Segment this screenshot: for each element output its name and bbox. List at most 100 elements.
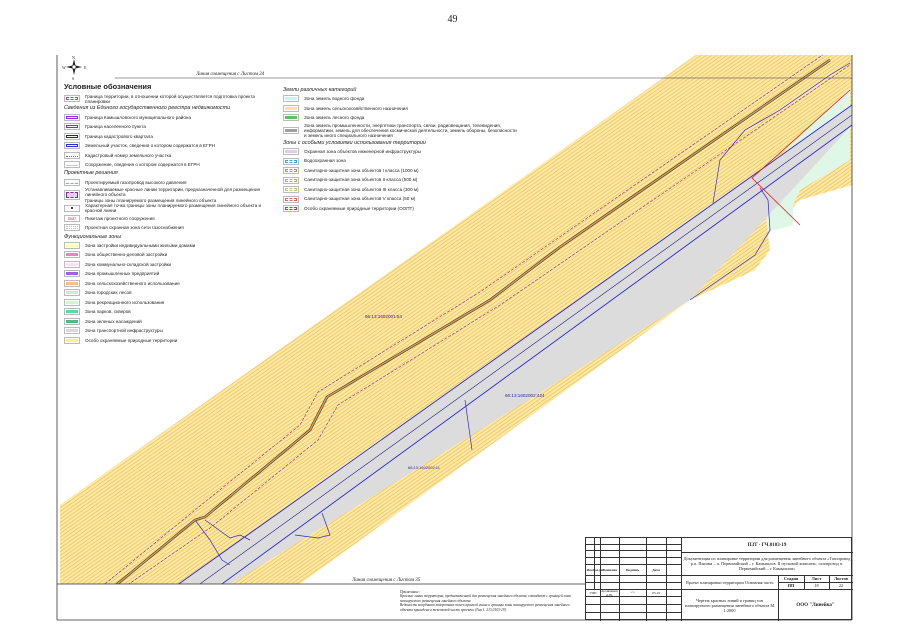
- legend-item: Санитарно-защитная зона объектов II клас…: [283, 175, 520, 185]
- legend-item: Зона общественно-деловой застройки: [64, 250, 279, 260]
- sign-date: 05.19: [652, 590, 660, 595]
- zones-swatch: [66, 329, 78, 333]
- zones-swatch: [66, 262, 78, 266]
- zouit-swatch: [285, 207, 297, 210]
- legend-item: Зона коммунально-складской застройки: [64, 260, 279, 270]
- legend-section-header: Зоны с особыми условиями использования т…: [283, 139, 426, 146]
- sheets-label: Листов: [833, 576, 848, 581]
- legend-item: Граница Камышловского муниципального рай…: [64, 112, 279, 122]
- parcel-label: 66:13:1602001:54: [365, 314, 403, 319]
- cadastral-boundary: [294, 512, 331, 539]
- legend-item-label: Зона парков, скверов: [85, 309, 131, 315]
- zouit-swatch: [285, 159, 297, 163]
- legend-item-label: Особо охраняемые природные территории (О…: [304, 205, 414, 211]
- signature-icon: 〰: [630, 589, 635, 595]
- legend-item-label: Водоохранная зона: [304, 158, 346, 164]
- parcel-label: 66:13:1602002:424: [505, 393, 545, 398]
- zouit-swatch: [285, 178, 297, 182]
- legend-item: Зона сельскохозяйственного использования: [64, 279, 279, 289]
- legend-item: Характерная точка границы зоны планируем…: [64, 203, 279, 214]
- legend-item: Проектируемый газопровод высокого давлен…: [64, 178, 279, 188]
- legend-item-label: Зона застройки индивидуальными жилыми до…: [85, 242, 196, 248]
- role: ГИП: [589, 590, 597, 595]
- legend-item: Санитарно-защитная зона объектов V класс…: [283, 194, 520, 204]
- lands-swatch: [285, 129, 297, 133]
- zones-swatch: [66, 272, 78, 276]
- legend-item: Зона парков, скверов: [64, 307, 279, 317]
- legend-item: Сооружение, сведения о котором содержатс…: [64, 160, 279, 170]
- legend-item: Санитарно-защитная зона объектов I класс…: [283, 166, 520, 176]
- cadastral-number-swatch: [66, 155, 78, 159]
- legend-item: Зона земель промышленности, энергетики т…: [283, 123, 520, 139]
- legend-item-label: Зона городских лесов: [85, 290, 132, 296]
- sheet-label: Лист: [811, 576, 822, 581]
- legend-item: Зона рекреационного использования: [64, 298, 279, 308]
- road-edge: [177, 104, 852, 584]
- legend-section-header: Земли различных категорий: [283, 87, 357, 93]
- match-line-bottom: Линия совмещения с Листом 35: [352, 578, 421, 583]
- legend-item-label: Зона земель промышленности, энергетики т…: [304, 122, 517, 139]
- legend-item: Проектная охранная зона сети газоснабжен…: [64, 223, 279, 233]
- legend-item-label: Особо охраняемые природные территории: [85, 337, 178, 343]
- header-change: Изм.: [586, 567, 594, 572]
- legend-item: Особо охраняемые природные территории: [64, 336, 279, 346]
- legend-section-header: Функциональные зоны: [64, 233, 122, 240]
- zouit-swatch: [285, 150, 297, 153]
- legend-item: Граница территории, в отношении которой …: [64, 94, 279, 105]
- compass-north: N: [72, 55, 75, 60]
- legend-item: Граница кадастрового квартала: [64, 131, 279, 141]
- legend-item: Зона транспортной инфраструктуры: [64, 326, 279, 336]
- zones-swatch: [66, 319, 78, 323]
- legend-item: Зона зеленых насаждений: [64, 317, 279, 327]
- red-line-upper: [104, 55, 824, 584]
- zouit-swatch: [285, 188, 297, 191]
- legend-item-label: Охранная зона объектов инженерной инфрас…: [304, 148, 421, 154]
- legend-item-label: Зона транспортной инфраструктуры: [85, 328, 163, 334]
- legend-item: Кадастровый номер земельного участка: [64, 150, 279, 160]
- legend-title: Условные обозначения: [64, 82, 152, 91]
- legend-item-label: Зона сельскохозяйственного использования: [85, 280, 180, 286]
- cadastral-boundary: [194, 519, 231, 566]
- stage-value: ПП: [787, 583, 795, 588]
- lands-swatch: [285, 97, 297, 101]
- legend-item: Санитарно-защитная зона объектов III кла…: [283, 185, 520, 195]
- header-count: Кол.уч.: [593, 567, 603, 572]
- cadastral-boundary: [204, 519, 251, 541]
- red-line-swatch: [66, 192, 78, 199]
- page-number: 49: [447, 14, 458, 25]
- compass-east: E: [84, 65, 87, 70]
- header-name: Фамилия: [601, 567, 618, 572]
- legend-item: Особо охраняемые природные территории (О…: [283, 204, 520, 214]
- settlement-boundary: [751, 89, 851, 226]
- notes-line: Красные линии территории, предназначенно…: [400, 594, 571, 603]
- header-signature: Подпись: [625, 567, 640, 572]
- legend-right: Земли различных категорий Зона земель во…: [283, 86, 520, 213]
- compass-icon: [66, 59, 82, 75]
- sheets-value: 22: [838, 583, 844, 588]
- notes-title: Примечание:: [400, 590, 420, 594]
- legend-item-label: Зона общественно-деловой застройки: [85, 252, 168, 258]
- legend-item: Водоохранная зона: [283, 156, 520, 166]
- legend-item-label: Зона земель водного фонда: [304, 96, 365, 102]
- gas-protection-zone-swatch: [66, 226, 78, 230]
- legend-item-label: Зона рекреационного использования: [85, 299, 165, 305]
- zones-swatch: [66, 310, 78, 314]
- cadastral-quarter-swatch: [66, 134, 78, 138]
- header-date: Дата: [652, 567, 660, 572]
- red-line-lower: [128, 64, 851, 584]
- zones-swatch: [66, 253, 78, 257]
- legend-item-label: Зона промышленных предприятий: [85, 271, 160, 277]
- zones-swatch: [66, 243, 78, 247]
- picket-badge: ПК87: [64, 214, 80, 222]
- legend-item-label: Зона земель лесного фонда: [304, 115, 365, 121]
- legend-item: Зона земель сельскохозяйственного назнач…: [283, 104, 520, 114]
- legend-item-label: Санитарно-защитная зона объектов III кла…: [304, 186, 419, 192]
- compass-south: S: [72, 76, 75, 81]
- document-code: ПЗТ - ГЧ.0103-19: [747, 542, 787, 548]
- zones-swatch: [66, 338, 78, 342]
- structure-swatch: [66, 165, 78, 168]
- cadastral-boundary: [689, 187, 771, 301]
- zouit-swatch: [285, 197, 297, 201]
